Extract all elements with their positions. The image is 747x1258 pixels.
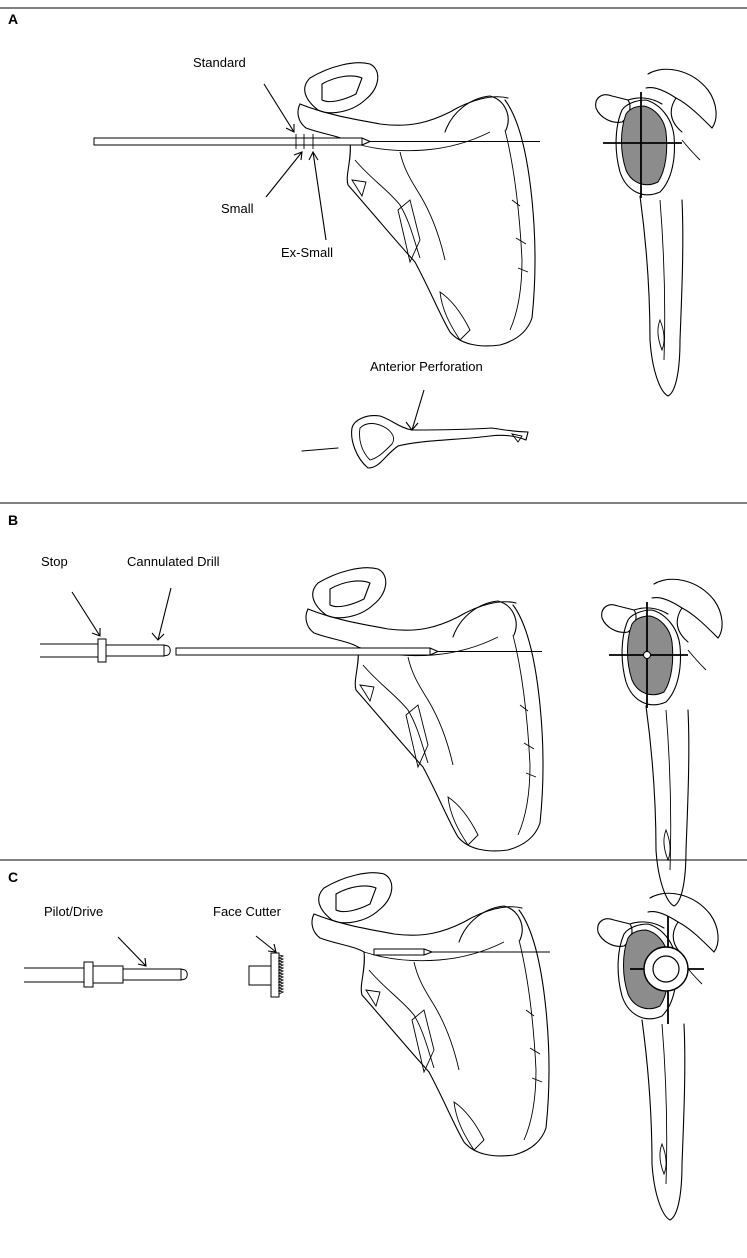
panel-a-letter: A [8,11,18,27]
small-label: Small [221,201,254,216]
anterior-perforation-arrow [406,390,424,430]
panel-c-letter: C [8,869,18,885]
panel-a-scapula-side [596,69,716,396]
face-cutter [249,953,283,997]
pilot-drive-arrow [118,937,146,966]
panel-c-guide-pin [374,949,550,955]
panel-c-scapula-front [312,873,549,1156]
stop-arrow [72,592,100,636]
cannulated-drill [40,639,170,662]
ex-small-arrow [309,152,326,240]
anterior-perforation-label: Anterior Perforation [370,359,483,374]
anterior-perforation-view [302,416,528,468]
pilot-drive-label: Pilot/Drive [44,904,103,919]
drill-stop [98,639,106,662]
panel-c-scapula-side [598,893,718,1220]
panel-b-letter: B [8,512,18,528]
stop-label: Stop [41,554,68,569]
panel-a-scapula-front [298,63,535,346]
small-arrow [266,152,302,197]
ex-small-label: Ex-Small [281,245,333,260]
face-cutter-label: Face Cutter [213,904,282,919]
cannulated-drill-label: Cannulated Drill [127,554,220,569]
pilot-drive [24,962,187,987]
guide-pin [94,134,540,149]
panel-b-scapula-side [602,579,722,906]
standard-arrow [264,84,294,132]
standard-label: Standard [193,55,246,70]
face-cutter-arrow [256,936,276,952]
panel-b-guide-pin [176,648,542,655]
panel-b-scapula-front [306,568,543,851]
cannulated-drill-arrow [152,588,171,640]
